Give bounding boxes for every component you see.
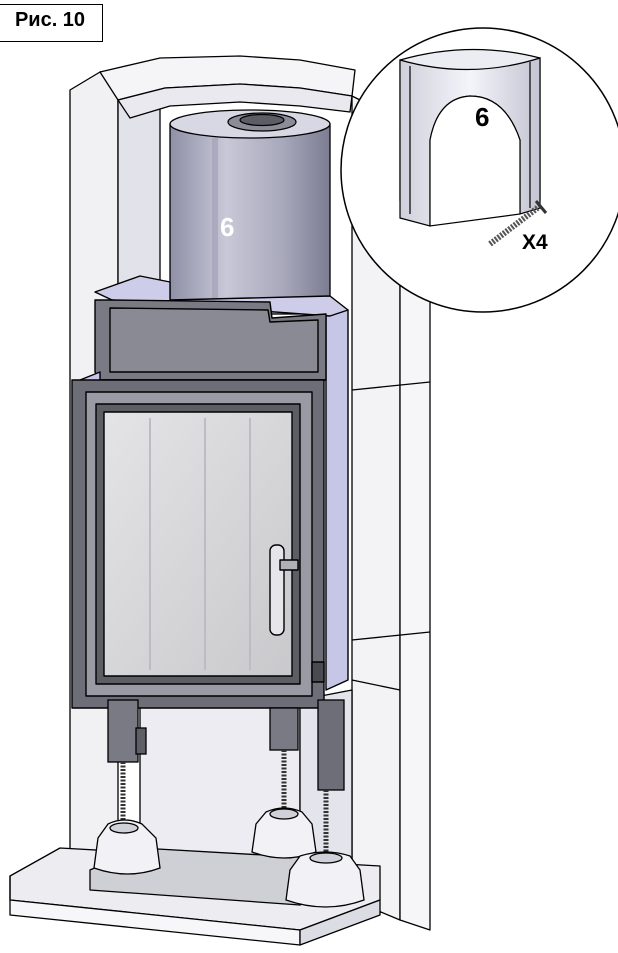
cylinder-body xyxy=(169,123,331,315)
callout-screw-quantity: X4 xyxy=(522,231,548,254)
foot-left-top xyxy=(109,822,139,834)
figure-label: Рис. 10 xyxy=(14,9,86,31)
leg-left xyxy=(107,699,139,763)
foot-right-rear-top xyxy=(269,808,299,820)
door-latch xyxy=(311,661,325,683)
screw-head xyxy=(534,200,548,214)
callout-part-6-detail: 6 xyxy=(475,102,490,132)
figure-label-box xyxy=(0,4,103,42)
door-glass xyxy=(103,411,293,677)
foot-left xyxy=(93,819,161,875)
legs xyxy=(93,699,365,908)
callout-part-6-main: 6 xyxy=(220,212,235,242)
fireplace-body xyxy=(71,275,349,709)
detail-magnifier xyxy=(340,27,618,313)
panel-seam xyxy=(351,631,431,641)
foot-right-front-top xyxy=(309,852,343,864)
flue-collar-inner xyxy=(239,113,285,127)
leg-right-rear xyxy=(317,699,345,791)
lavender-side-panel xyxy=(325,299,349,691)
top-cap-inner xyxy=(117,83,353,119)
panel-seam xyxy=(351,381,431,391)
sleeve-arch-opening xyxy=(429,95,521,227)
screw-shaft xyxy=(488,203,542,247)
convection-cylinder xyxy=(169,109,331,315)
base-side xyxy=(299,899,381,946)
leg-right-front xyxy=(269,707,299,751)
panel-seam xyxy=(351,679,401,691)
foot-right-front xyxy=(285,851,365,908)
leg-left-clip xyxy=(135,727,147,755)
foot-right-rear xyxy=(251,807,317,859)
upper-housing-face xyxy=(109,307,319,373)
door-handle xyxy=(269,544,285,636)
handle-bracket xyxy=(279,559,299,571)
